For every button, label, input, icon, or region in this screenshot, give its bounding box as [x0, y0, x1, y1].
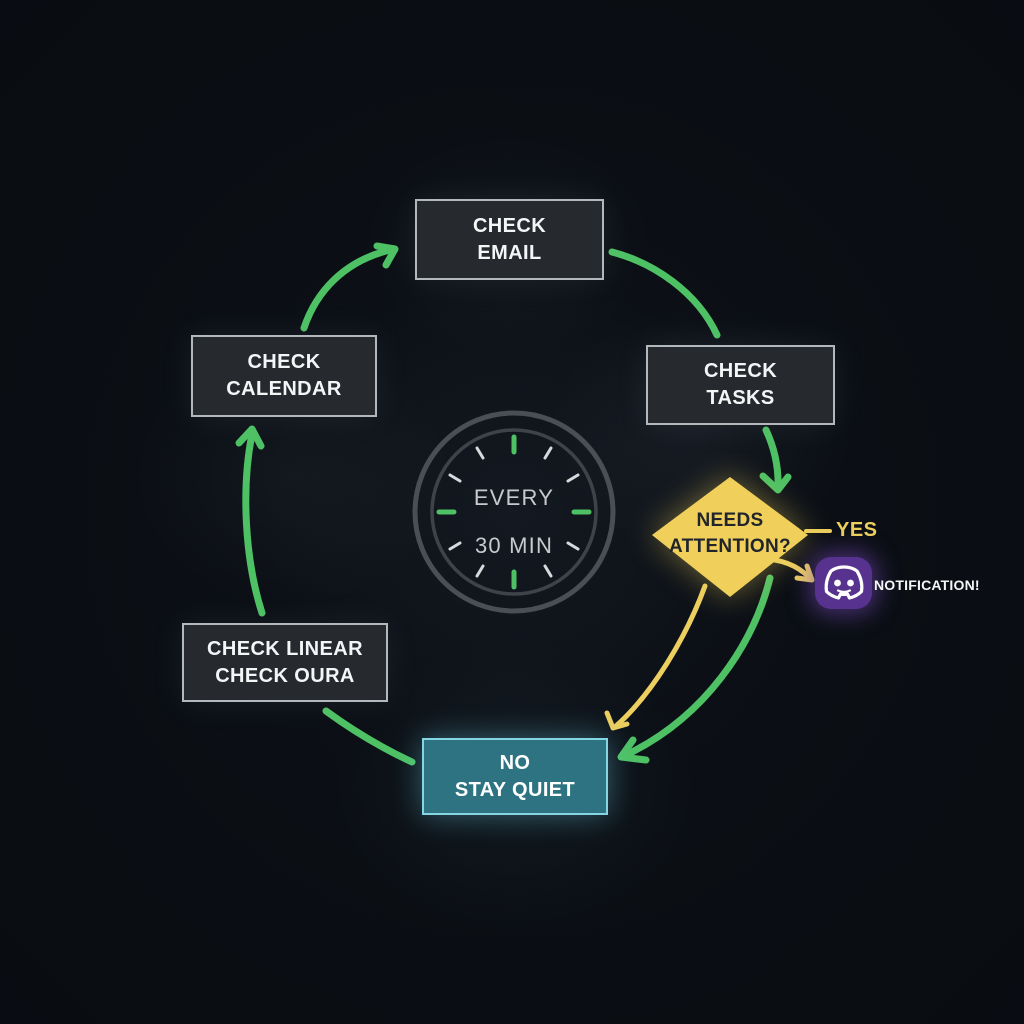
arrow-tasks-to-decision [762, 426, 782, 491]
node-check-linear-oura: CHECK LINEAR CHECK OURA [182, 623, 388, 702]
discord-mascot-glyph [824, 565, 863, 600]
branch-arrows-yellow [604, 529, 832, 731]
notification-label: NOTIFICATION! [874, 577, 980, 593]
node-check-tasks: CHECK TASKS [646, 345, 835, 425]
node-check-linear-line1: CHECK LINEAR [207, 637, 363, 660]
clock-interval-label: EVERY 30 MIN [424, 474, 604, 570]
decision-diamond-label: NEEDS ATTENTION? [652, 508, 808, 560]
arrow-linear-to-calendar [242, 430, 266, 617]
arrow-email-to-tasks [608, 248, 721, 339]
arrow-calendar-to-email [300, 246, 394, 332]
node-check-tasks-line1: CHECK [703, 360, 778, 382]
arrowhead-linear-to-calendar [235, 425, 265, 450]
arrowhead-tasks-to-decision [759, 472, 792, 494]
decision-line1: NEEDS [696, 510, 764, 531]
yes-branch-label: YES [836, 519, 878, 541]
clock-interval-line2: 30 MIN [474, 533, 554, 558]
node-check-calendar-line1: CHECK [247, 351, 321, 373]
node-check-calendar-line2: CALENDAR [226, 378, 342, 400]
node-stay-quiet: NO STAY QUIET [422, 738, 608, 815]
discord-icon [815, 557, 872, 609]
arrowhead-no-branch [604, 710, 630, 731]
node-check-tasks-line2: TASKS [706, 387, 775, 409]
clock-interval-line1: EVERY [473, 485, 555, 510]
arrowhead-yes-to-discord [794, 563, 815, 583]
node-stay-quiet-line1: NO [499, 751, 531, 774]
node-check-email-line1: CHECK [472, 214, 547, 237]
arrow-yes-to-discord [759, 556, 812, 580]
node-check-email-line2: EMAIL [477, 241, 542, 264]
arrowhead-calendar-to-email [373, 242, 399, 269]
arrow-no-branch [613, 583, 708, 729]
node-stay-quiet-line2: STAY QUIET [454, 778, 576, 801]
node-check-calendar: CHECK CALENDAR [191, 335, 377, 417]
arrow-decision-to-quiet [624, 574, 774, 758]
arrowhead-decision-to-quiet [617, 736, 650, 764]
node-check-linear-line2: CHECK OURA [215, 664, 355, 687]
node-check-email: CHECK EMAIL [415, 199, 604, 280]
decision-line2: ATTENTION? [669, 536, 791, 557]
arrow-quiet-to-linear [322, 707, 416, 766]
